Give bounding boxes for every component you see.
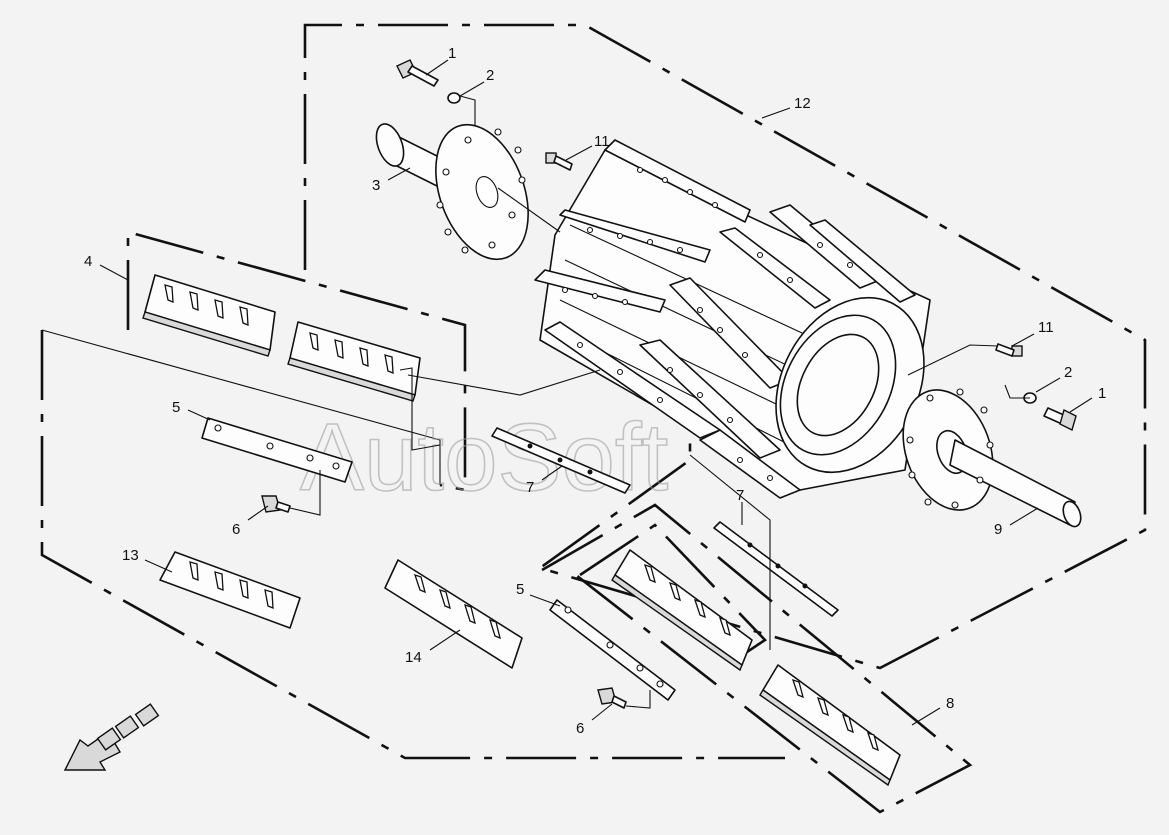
strip-7-center: [491, 427, 631, 494]
fin-holes: [561, 166, 854, 482]
callout-3: 3: [372, 177, 380, 194]
strip-7-right: [713, 521, 839, 617]
callout-6-bottom: 6: [576, 720, 584, 737]
callout-5-bottom: 5: [516, 581, 524, 598]
leader-lines: [99, 59, 1093, 726]
bolt-6-bottom: [597, 687, 627, 709]
knife-bar-8a: [611, 549, 753, 672]
screw-11-right: [995, 343, 1023, 357]
direction-arrow-icon: [63, 703, 160, 771]
callout-8: 8: [946, 695, 954, 712]
knife-14: [384, 559, 523, 669]
callout-7-center: 7: [526, 479, 534, 496]
front-stub-shaft: [375, 123, 529, 261]
callout-2-right: 2: [1064, 364, 1072, 381]
counter-plate-5-left: [201, 417, 353, 483]
callout-11-right: 11: [1038, 319, 1054, 336]
bolt-1-top: [396, 59, 439, 87]
rotor-drum: [534, 139, 931, 499]
group-boundary-inner-13: [41, 329, 441, 485]
group-boundary-lower-right: [579, 523, 768, 662]
callout-2-top: 2: [486, 67, 494, 84]
callout-9: 9: [994, 521, 1002, 538]
callout-13: 13: [122, 547, 139, 564]
callout-6-left: 6: [232, 521, 240, 538]
bolt-1-right: [1043, 407, 1077, 432]
rear-shaft: [902, 388, 1082, 528]
washer-2-top: [447, 92, 461, 104]
watermark: AutoSoft: [300, 404, 668, 511]
knife-bar-4a: [142, 274, 276, 357]
callout-1-right: 1: [1098, 385, 1106, 402]
group-boundary-12: [303, 23, 1147, 670]
flange-bolt-holes: [436, 128, 526, 254]
group-boundary-4: [126, 230, 467, 492]
callout-14: 14: [405, 649, 422, 666]
group-boundary-lower-left: [40, 330, 785, 760]
group-boundary-8: [541, 503, 973, 814]
knife-bar-4b: [287, 321, 421, 402]
callout-11-top: 11: [594, 133, 610, 150]
screw-11-top: [545, 152, 573, 171]
knife-bar-8b: [759, 664, 901, 787]
rear-flange-bolt-holes: [906, 388, 994, 509]
callout-labels: 1 2 3 11 12 4 11 2 1 5 7 6 7 9 13 14 5 6…: [84, 45, 1106, 737]
bolt-6-left: [261, 495, 291, 513]
callout-4: 4: [84, 253, 92, 270]
knife-13: [159, 551, 301, 629]
bracket-4: [399, 367, 441, 451]
callout-7-right: 7: [736, 487, 744, 504]
callout-5-left: 5: [172, 399, 180, 416]
counter-plate-5-bottom: [549, 599, 676, 701]
callout-12: 12: [794, 95, 811, 112]
callout-1-top: 1: [448, 45, 456, 62]
rotor-end-ring: [775, 296, 925, 474]
